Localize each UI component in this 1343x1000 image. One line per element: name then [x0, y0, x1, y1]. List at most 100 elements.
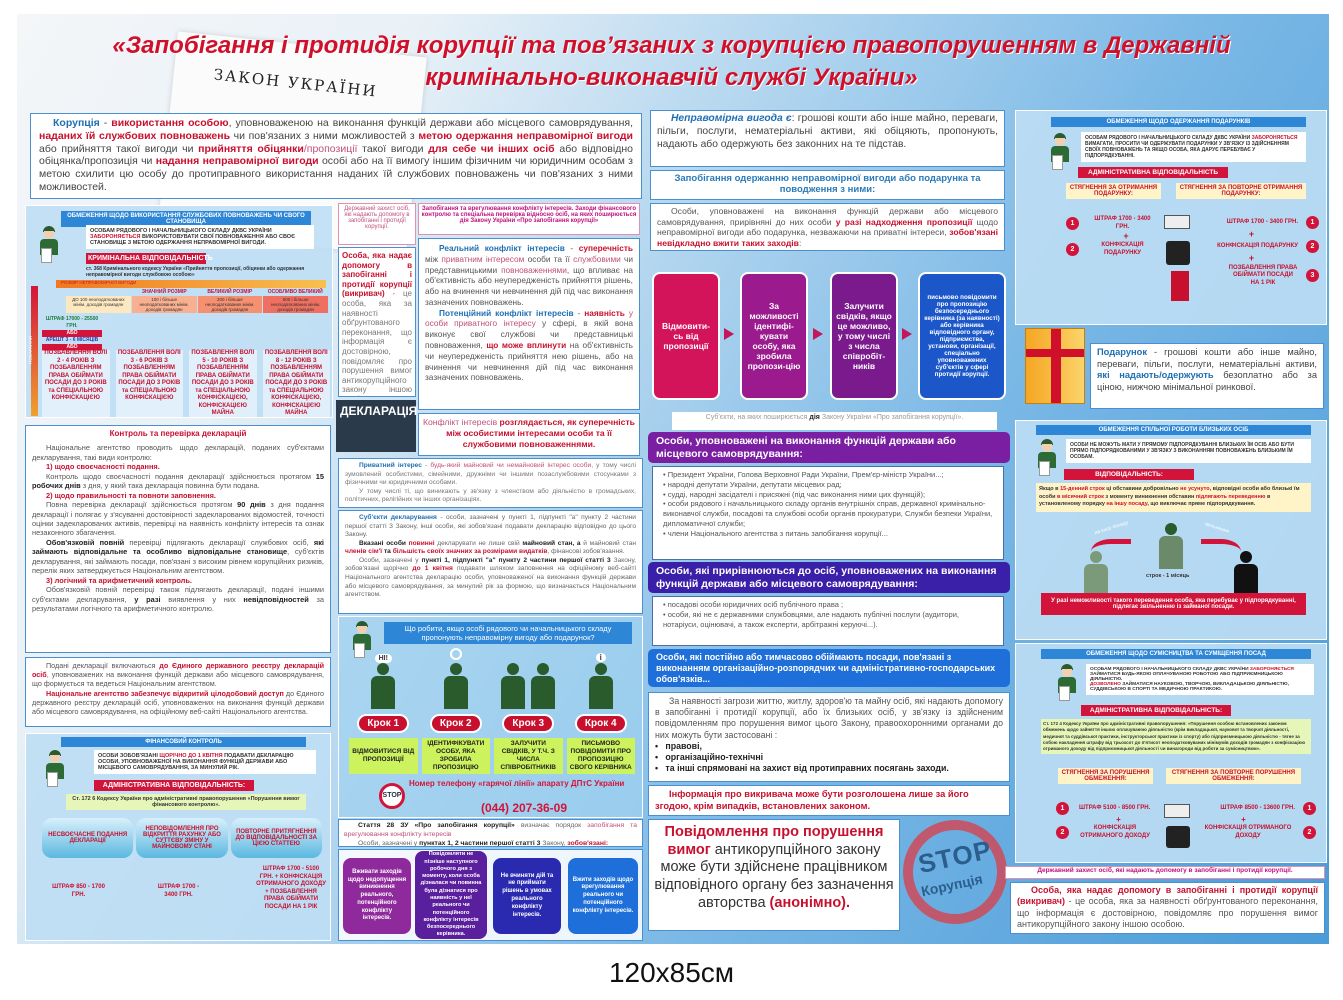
number-badge: 2: [1306, 240, 1319, 254]
relatives-note: ОСОБИ НЕ МОЖУТЬ МАТИ У ПРЯМОМУ ПІДПОРЯДК…: [1066, 439, 1311, 463]
paragraph: Контроль щодо своєчасності подання декла…: [32, 472, 324, 491]
text-run: ОСОБАМ РЯДОВОГО І НАЧАЛЬНИЦЬКОГО СКЛАДУ …: [1090, 667, 1250, 672]
text-run: Корупція: [53, 117, 100, 129]
financial-control-panel: ФІНАНСОВИЙ КОНТРОЛЬ ОСОБИ ЗОБОВ'ЯЗАНІ ЩО…: [25, 733, 331, 941]
text-run: (анонімно).: [769, 894, 851, 911]
text-run: до Єдиного державного реєстру декларацій…: [32, 688, 324, 717]
group-2-title: Особи, які прирівнюються до осіб, уповно…: [648, 562, 1010, 594]
poster-title-line1: «Запобігання і протидія корупції та пов’…: [112, 32, 1231, 59]
flow-step-report: письмово повідомити про пропозицію безпо…: [918, 272, 1006, 400]
text-run: такої вигоди: [357, 142, 429, 155]
plus-sign: +: [1123, 231, 1129, 241]
penalty-text: ШТРАФ 1700 - 3400 ГРН.: [1094, 216, 1151, 230]
gift-box-icon: [1025, 328, 1085, 404]
text-run: у особи приватного інтересу: [425, 307, 633, 329]
text-run: Суб'єкти, на яких поширюється: [705, 414, 810, 421]
text-run: Неправомірна вигода є: [671, 113, 792, 124]
financial-control-note: ОСОБИ ЗОБОВ'ЯЗАНІ ЩОРІЧНО ДО 1 КВІТНЯ ПО…: [94, 750, 316, 774]
text-run: з дня, у який така декларація повинна бу…: [80, 481, 260, 491]
penalty: ПОЗБАВЛЕННЯ ВОЛІ 3 - 6 РОКІВ З ПОЗБАВЛЕН…: [115, 350, 183, 417]
text-run: особи рядового і начальницького складу о…: [663, 499, 993, 528]
text-run: більшість своїх значних за розмірами вид…: [392, 548, 548, 556]
text-run: , уповноважених на виконання функцій дер…: [32, 670, 324, 689]
dismissal-note: У разі неможливості такого переведення о…: [1041, 593, 1306, 615]
size-caption: 120x85см: [608, 957, 735, 988]
gift-definition: Подарунок - грошові кошти або інше майно…: [1090, 343, 1324, 409]
text-run: Подані декларації включаються: [46, 661, 160, 670]
text-run: подавати шляхом заповнення на офіційному…: [345, 565, 637, 599]
text-run: ВИКОРИСТОВУВАТИ СВОЇ ПОВНОВАЖЕННЯ АБО СВ…: [90, 234, 295, 246]
violations: НЕСВОЄЧАСНЕ ПОДАННЯ ДЕКЛАРАЦІЇ НЕПОВІДОМ…: [42, 818, 322, 858]
penalty-item: ПОЗБАВЛЕННЯ ПРАВА ОБІЙМАТИ ПОСАДИ НА 1 Р…: [1204, 265, 1319, 288]
paragraph: Повна перевірка декларації здійснюється …: [32, 500, 324, 538]
text-run: на об'єктивність чи неупередженість прий…: [425, 340, 633, 383]
transferred-officer-icon: [1081, 549, 1111, 597]
size-label: ЗНАЧНИЙ РОЗМІР: [141, 289, 187, 295]
text-run: приватним інтересом: [441, 253, 525, 264]
text-run: членів сім'ї: [345, 548, 383, 556]
penalty-text: ШТРАФ 5100 - 8500 ГРН.: [1079, 804, 1151, 811]
text-run: особи та її: [524, 253, 574, 264]
text-run: Контроль щодо своєчасності подання декла…: [46, 471, 316, 481]
paragraph: Суб'єкти, на яких поширюється дія Закону…: [674, 414, 995, 421]
text-run: Обов'язковій повній: [46, 537, 125, 547]
gifts-note: ОСОБАМ РЯДОВОГО І НАЧАЛЬНИЦЬКОГО СКЛАДУ …: [1081, 132, 1306, 162]
text-run: антикорупційного закону може бути здійсн…: [654, 841, 894, 911]
text-run: Обов'язковій повній перевірці також підл…: [32, 585, 324, 604]
officer-icon: [38, 226, 60, 264]
violation: ПОВТОРНЕ ПРИТЯГНЕННЯ ДО ВІДПОВІДАЛЬНОСТІ…: [230, 818, 322, 858]
penalty-item: ШТРАФ 8500 - 13600 ГРН. 1: [1201, 802, 1316, 815]
text-run: виявлення у них: [160, 594, 244, 604]
paragraph: ОСОБИ ЗОБОВ'ЯЗАНІ ЩОРІЧНО ДО 1 КВІТНЯ ПО…: [98, 753, 312, 771]
amount-label: 100 і більше неоподаткованих мінім. дохо…: [131, 296, 197, 313]
penalty: ШТРАФ 1700 - 5100 ГРН. + КОНФІСКАЦІЯ ОТР…: [256, 866, 326, 910]
text-run: суперечність: [578, 243, 633, 253]
secondary-citation: Ст. 172 4 Кодексу України про адміністра…: [1041, 719, 1311, 755]
penalty-text: ШТРАФ 8500 - 13600 ГРН.: [1220, 804, 1295, 811]
penalty-text: КОНФІСКАЦІЯ ОТРИМАНОГО ДОХОДУ: [1204, 825, 1292, 839]
obligation: Не вчиняти дій та не приймати рішень в у…: [493, 858, 561, 934]
text-run: повноваженнями: [501, 264, 567, 275]
amount-label: ДО 100 неоподаткованих мінім. доходів гр…: [66, 296, 131, 313]
disclosure-note: Інформація про викривача може бути розго…: [648, 785, 1010, 816]
obligation: Вжити заходів щодо врегулювання реальног…: [568, 858, 638, 934]
flow-step-identify: За можливості ідентифі-кувати особу, яка…: [740, 272, 808, 400]
fine: ШТРАФ 17000 - 25500 ГРН.: [45, 316, 99, 329]
abuse-header: ОБМЕЖЕННЯ ЩОДО ВИКОРИСТАННЯ СЛУЖБОВИХ ПО…: [61, 211, 311, 227]
paragraph: У тому числі ті, що виникають у зв'язку …: [345, 488, 636, 505]
text-run: які надають/одержують: [1097, 370, 1214, 381]
group-1-title: Особи, уповноважені на виконання функцій…: [648, 432, 1010, 464]
steps-question: Що робити, якщо особі рядового чи началь…: [384, 622, 632, 644]
arrow-right-icon: [902, 328, 912, 340]
text-run: з моменту виникнення обставин: [1103, 493, 1196, 500]
threat-body: За наявності загрози життю, житлу, здоро…: [655, 696, 1003, 740]
officer-icon: [1056, 664, 1078, 702]
dismissed-person-icon: [1231, 549, 1261, 597]
text-run: /пропозиції: [303, 142, 358, 155]
text-run: Подарунок: [1097, 347, 1147, 357]
paragraph: Якщо в 15-денний строк ці обставини добр…: [1039, 486, 1308, 509]
step-2: Крок 2 ІДЕНТИФІКУВАТИ ОСОБУ, ЯКА ЗРОБИЛА…: [420, 647, 493, 774]
number-badge: 1: [1303, 802, 1316, 815]
threat-item-text: та інші спрямовані на захист від протипр…: [665, 763, 949, 774]
relatives-rule: Якщо в 15-денний строк ці обставини добр…: [1036, 483, 1311, 513]
text-run: у разі надходження пропозиції: [835, 216, 973, 227]
text-run: , суб'єктів декларування, які займають п…: [32, 547, 325, 576]
text-run: Стаття 28 ЗУ «Про запобігання корупції»: [358, 822, 515, 829]
paragraph: особи рядового і начальницького складу о…: [663, 499, 993, 528]
hotline-phone[interactable]: (044) 207-36-09: [480, 801, 568, 815]
abuse-of-office-panel: ОБМЕЖЕННЯ ЩОДО ВИКОРИСТАННЯ СЛУЖБОВИХ ПО…: [25, 205, 333, 418]
or-label: АБО: [42, 344, 102, 351]
plus-sign: +: [1241, 815, 1246, 824]
text-run: Національне агентство проводить щодо дек…: [32, 443, 324, 462]
paragraph: 2) щодо правильності та повноти заповнен…: [32, 491, 324, 500]
text-run: безоплатно або за ціною, нижчою мінімаль…: [1097, 370, 1317, 392]
paragraph: Президент України, Голова Верховної Ради…: [663, 470, 993, 480]
text-run: - грошові кошти або інше майно, переваги…: [1097, 347, 1317, 369]
penalty-text: ШТРАФ 1700 - 3400 ГРН.: [1226, 218, 1298, 225]
text-run: пункті 1, підпункті "а" пункту 2 частини…: [421, 556, 611, 564]
officer-icon: [1036, 439, 1058, 477]
